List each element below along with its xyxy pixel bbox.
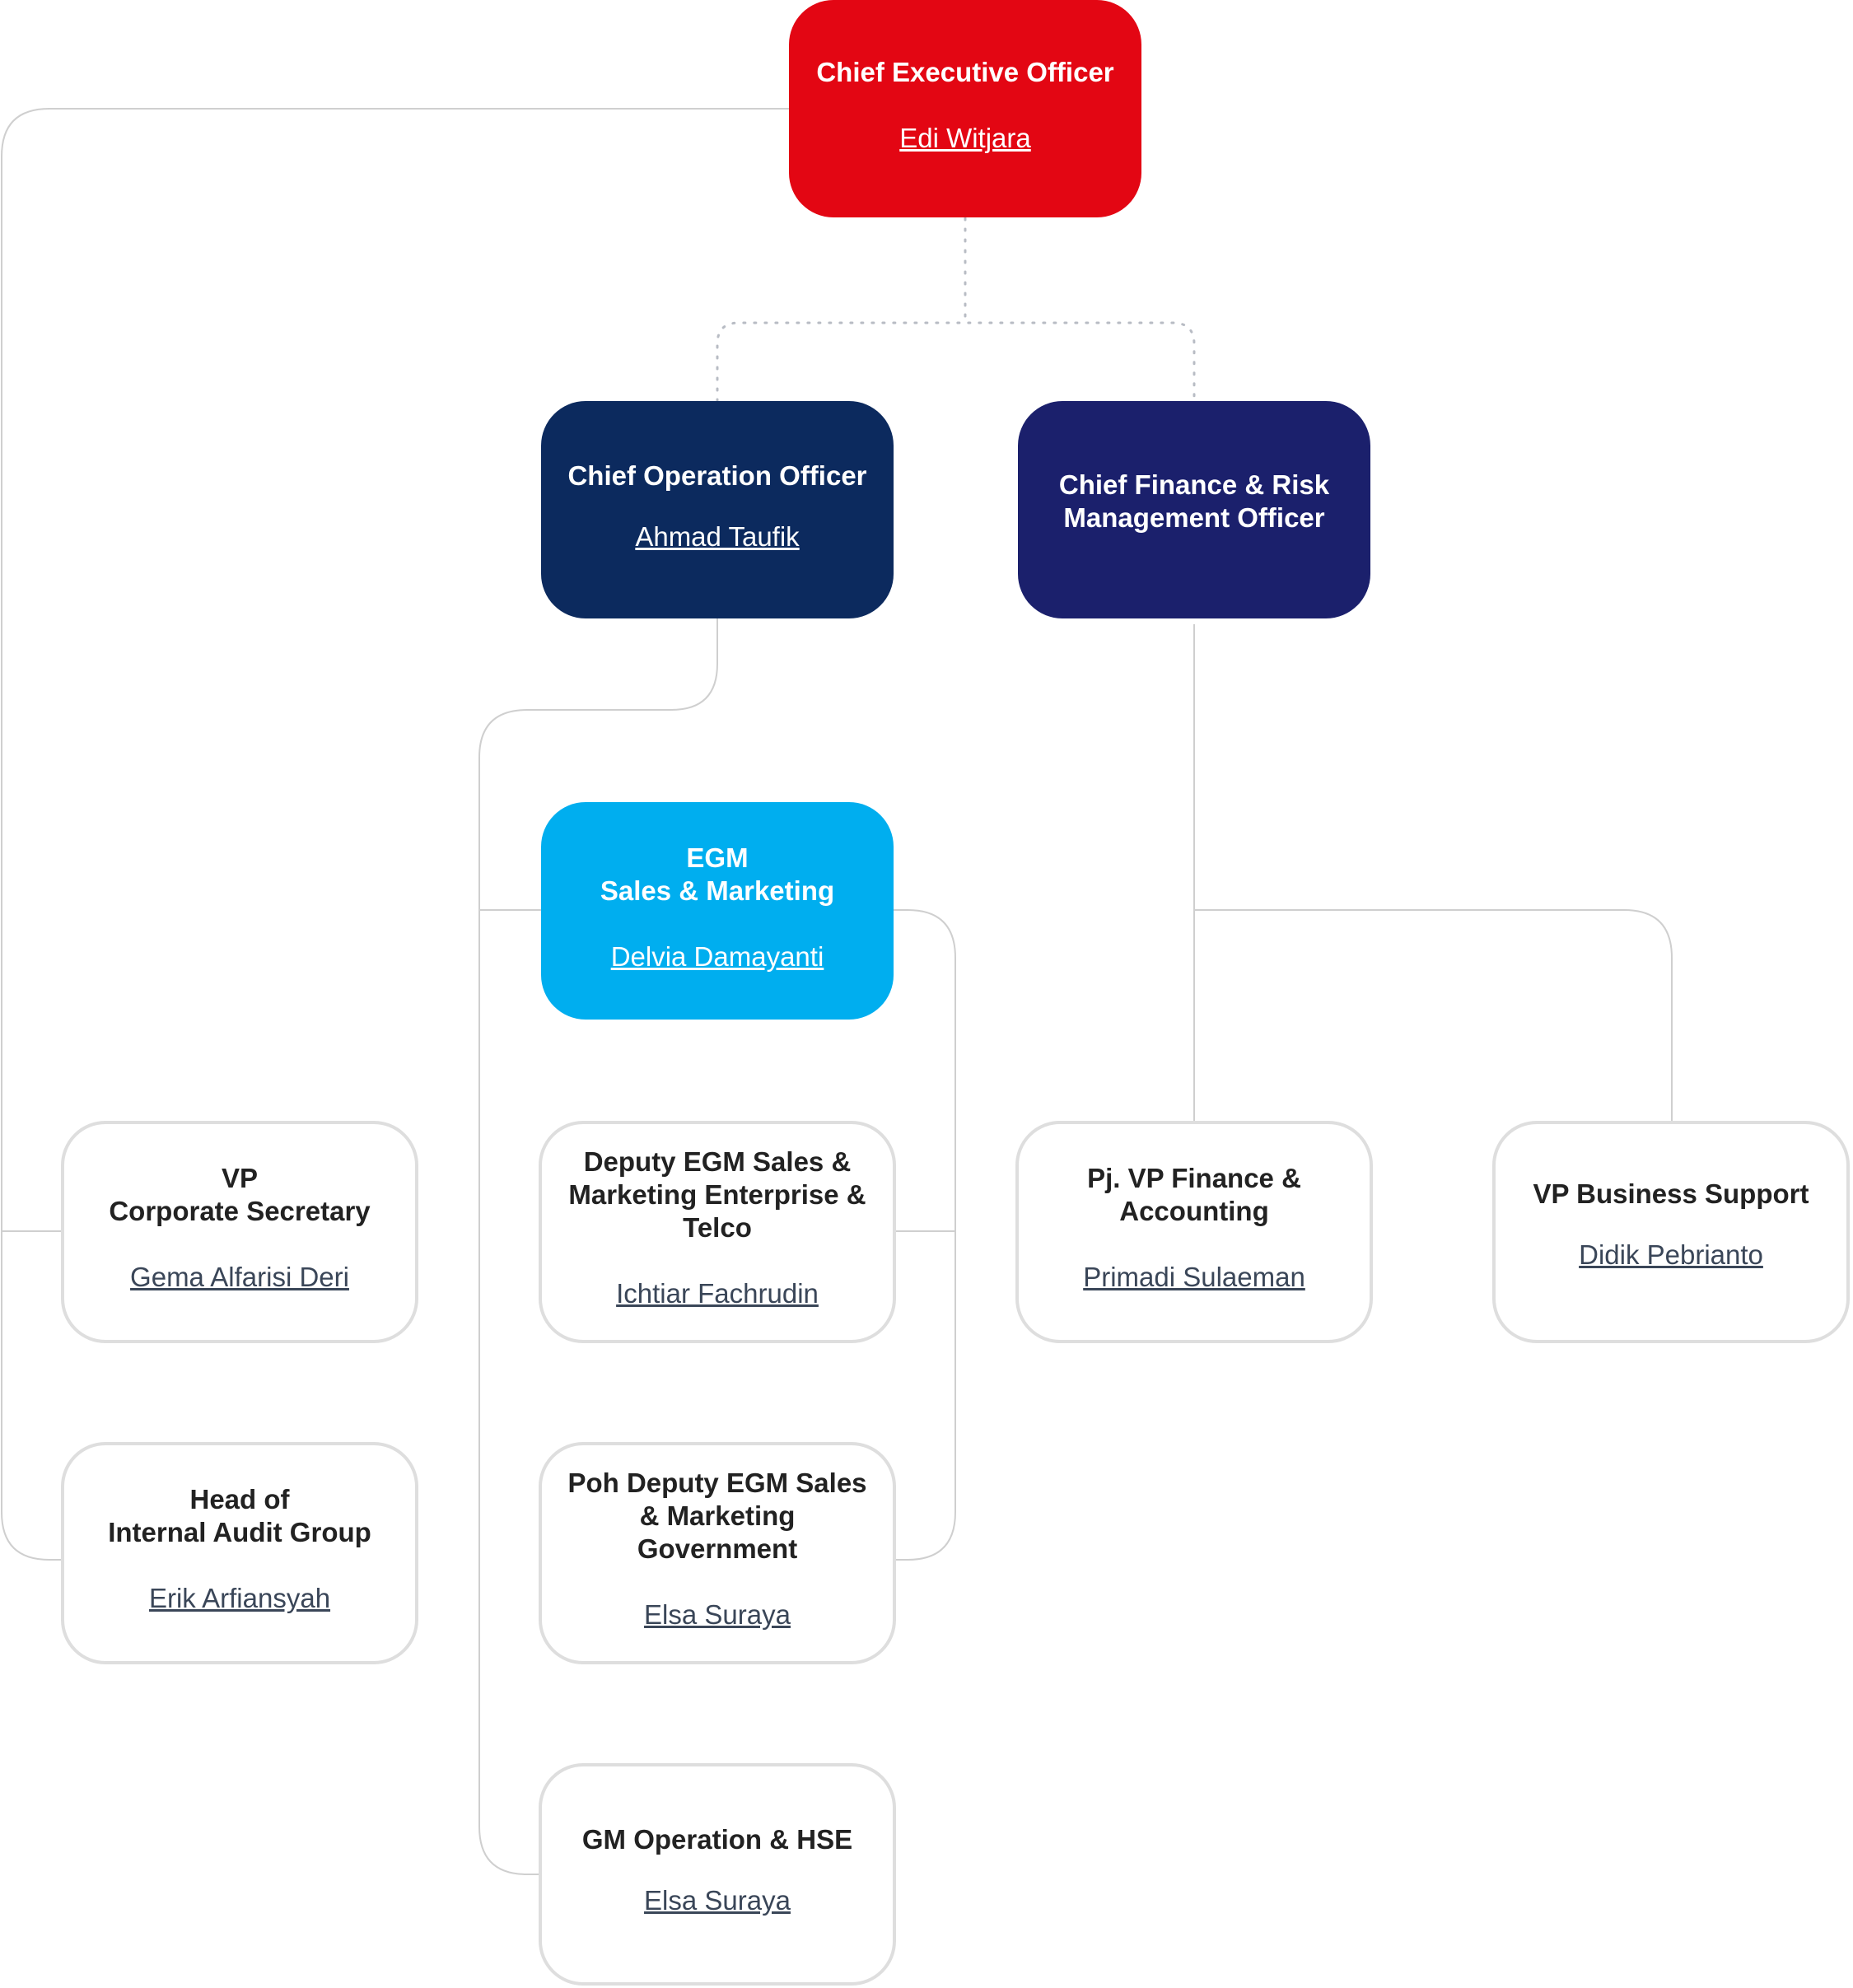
node-title: Poh Deputy EGM Sales & Marketing Governm… <box>567 1468 867 1564</box>
node-title: VP Business Support <box>1533 1178 1809 1209</box>
node-title: Pj. VP Finance & Accounting <box>1087 1163 1301 1226</box>
person-link[interactable]: Edi Witjara <box>899 123 1031 153</box>
person-link[interactable]: Ichtiar Fachrudin <box>616 1278 819 1309</box>
person-link[interactable]: Primadi Sulaeman <box>1083 1262 1305 1292</box>
node-chief-finance-risk-officer: Chief Finance & Risk Management Officer <box>1018 401 1370 618</box>
person-link[interactable]: Erik Arfiansyah <box>148 1583 331 1613</box>
node-vp-finance-accounting: Pj. VP Finance & Accounting Primadi Sula… <box>1015 1121 1373 1343</box>
node-title: Chief Operation Officer <box>567 460 867 491</box>
node-vp-corporate-secretary: VP Corporate Secretary Gema Alfarisi Der… <box>61 1121 418 1343</box>
node-title: Deputy EGM Sales & Marketing Enterprise … <box>568 1146 866 1243</box>
person-link[interactable]: Delvia Damayanti <box>610 941 824 972</box>
node-title: EGM Sales & Marketing <box>600 842 835 906</box>
node-egm-sales-marketing: EGM Sales & Marketing Delvia Damayanti <box>541 802 894 1020</box>
node-vp-business-support: VP Business Support Didik Pebrianto <box>1492 1121 1850 1343</box>
node-title: Head of Internal Audit Group <box>108 1484 371 1547</box>
dotted-line-coo-cfo <box>716 321 1196 403</box>
person-link[interactable]: Elsa Suraya <box>644 1599 791 1630</box>
node-chief-executive-officer: Chief Executive Officer Edi Witjara <box>789 0 1141 217</box>
person-link[interactable]: Ahmad Taufik <box>635 521 800 552</box>
node-title: Chief Executive Officer <box>816 57 1114 87</box>
person-link[interactable]: Didik Pebrianto <box>1579 1239 1763 1270</box>
node-head-internal-audit: Head of Internal Audit Group Erik Arfian… <box>61 1442 418 1664</box>
person-link[interactable]: Elsa Suraya <box>644 1885 791 1916</box>
node-title: VP Corporate Secretary <box>109 1163 371 1226</box>
node-gm-operation-hse: GM Operation & HSE Elsa Suraya <box>539 1763 896 1986</box>
node-title: GM Operation & HSE <box>581 1824 853 1855</box>
person-link[interactable]: Gema Alfarisi Deri <box>130 1262 349 1292</box>
line-egm-right-spine <box>893 909 956 1561</box>
node-deputy-egm-enterprise-telco: Deputy EGM Sales & Marketing Enterprise … <box>539 1121 896 1343</box>
node-poh-deputy-egm-government: Poh Deputy EGM Sales & Marketing Governm… <box>539 1442 896 1664</box>
node-title: Chief Finance & Risk Management Officer <box>1058 469 1330 533</box>
line-cfo-business <box>1194 909 1673 1122</box>
node-chief-operation-officer: Chief Operation Officer Ahmad Taufik <box>541 401 894 618</box>
